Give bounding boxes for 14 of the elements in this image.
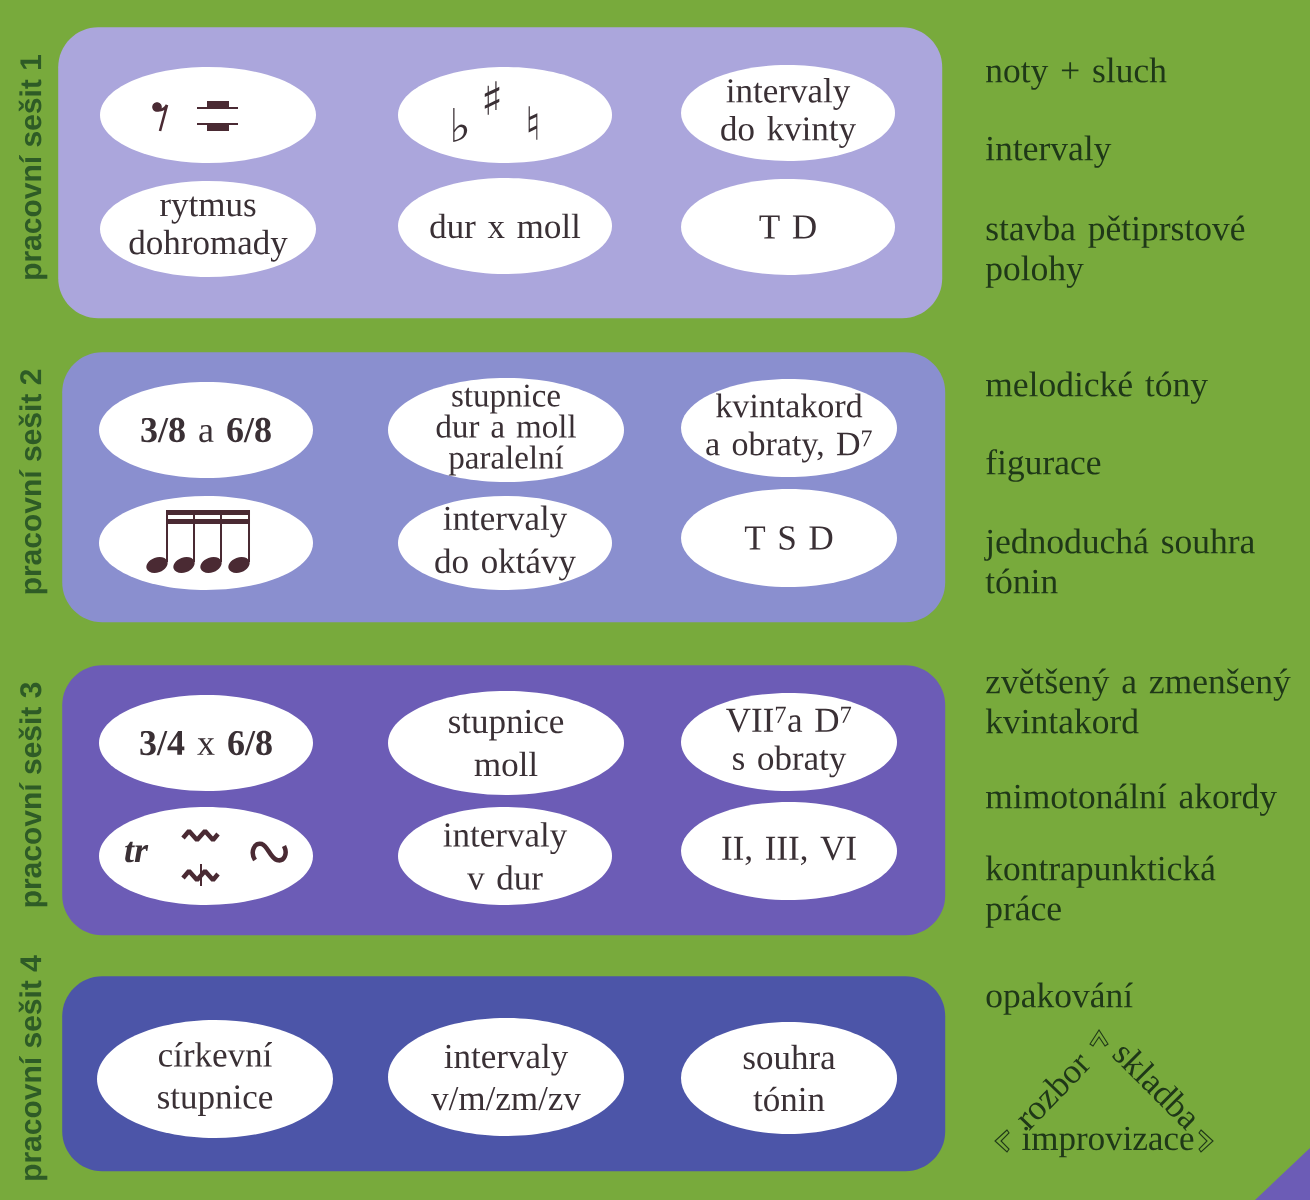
vertical-label: pracovní sešit 3 [18,682,48,907]
topic-text: noty + sluch [986,57,1167,90]
topic-text: mimotonální akordy [985,783,1277,816]
topic-text: melodické tóny [985,371,1208,404]
topic-text: zvětšený a zmenšený kvintakord [985,668,1291,734]
topic-text: opakování [986,982,1133,1015]
vertical-label: pracovní sešit 4 [18,955,48,1180]
topic-text: intervaly [985,135,1112,168]
topic-text: kontrapunktická práce [985,855,1216,928]
topic-text: stavba pětiprstové polohy [985,215,1245,288]
topic-text: jednoduchá souhra tónin [984,528,1255,594]
topic-text: figurace [986,449,1101,482]
vertical-label: pracovní sešit 2 [18,369,48,594]
vertical-label: pracovní sešit 1 [18,55,48,279]
